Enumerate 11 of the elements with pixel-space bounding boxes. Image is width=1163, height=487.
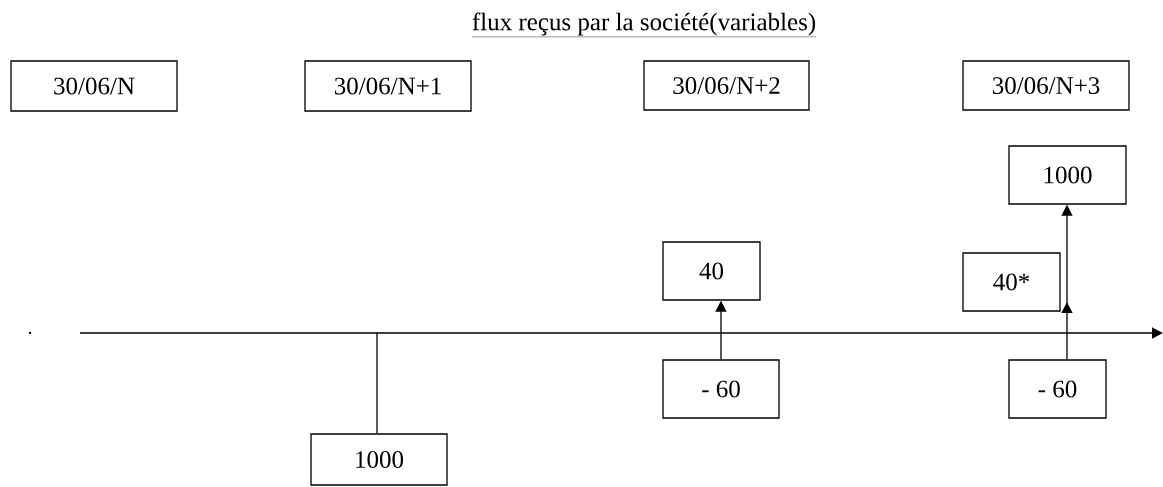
- value-box: - 60: [662, 359, 780, 419]
- value-box: 30/06/N+2: [643, 60, 810, 111]
- value-box: 1000: [310, 433, 448, 486]
- value-box: 40: [662, 241, 761, 301]
- value-box: 30/06/N+1: [304, 60, 472, 112]
- title: flux reçus par la société(variables): [471, 12, 817, 38]
- value-box: 40*: [962, 252, 1061, 312]
- value-box: 30/06/N+3: [962, 60, 1130, 111]
- value-box: - 60: [1008, 359, 1107, 419]
- value-box: 1000: [1008, 145, 1127, 205]
- value-box: 30/06/N: [10, 60, 178, 112]
